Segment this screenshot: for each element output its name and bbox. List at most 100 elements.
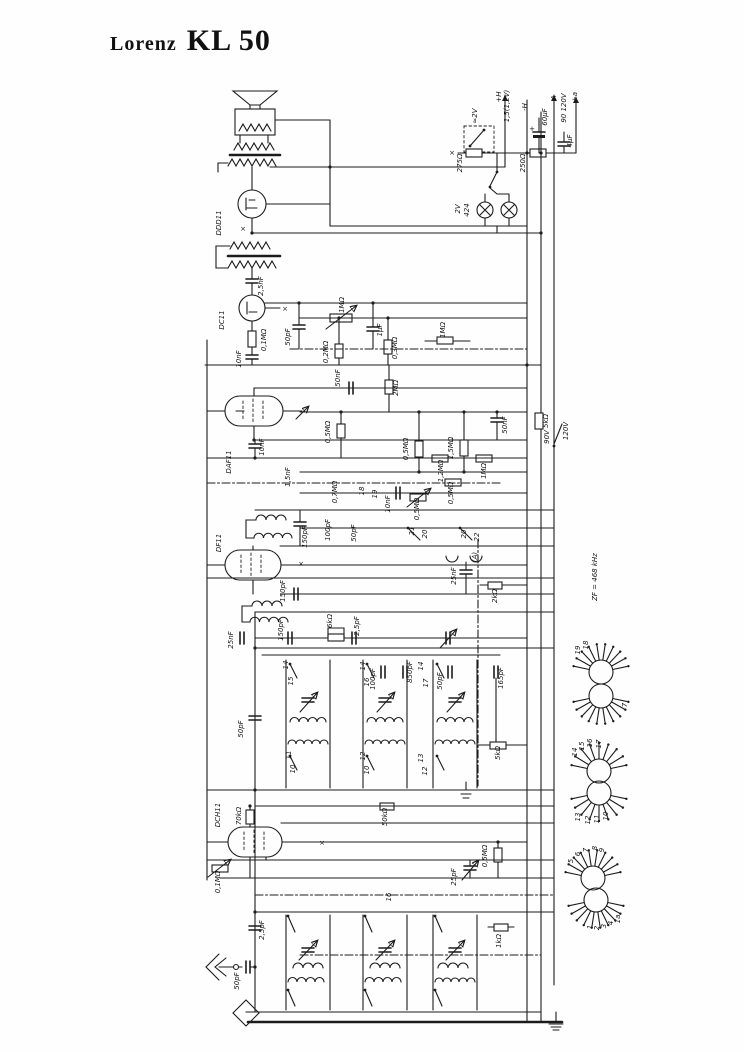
schematic-label: 1MΩ bbox=[439, 321, 447, 337]
schematic-label: -A bbox=[550, 95, 558, 103]
schematic-label: 90V bbox=[543, 429, 551, 444]
schematic-label: 19 bbox=[371, 489, 379, 498]
schematic-label: 150pF bbox=[279, 579, 287, 602]
schematic-label: DCH11 bbox=[214, 803, 222, 827]
schematic-label: 20 bbox=[460, 529, 468, 538]
schematic-label: 14 bbox=[417, 662, 425, 671]
schematic-label: 2MΩ bbox=[392, 379, 400, 395]
schematic-label: 50pF bbox=[436, 671, 444, 689]
schematic-label: -H bbox=[521, 102, 529, 111]
schematic-label: × bbox=[282, 305, 288, 313]
schematic-label: 50pF bbox=[233, 971, 241, 989]
schematic-label: ≈2V bbox=[471, 107, 479, 123]
schematic-label: 18 bbox=[358, 486, 366, 495]
switch-wafer-diagram bbox=[564, 849, 622, 891]
schematic-label: DDD11 bbox=[215, 210, 223, 235]
schematic-label: 1MΩ bbox=[338, 296, 346, 312]
schematic-label: 12 bbox=[421, 766, 429, 775]
schematic-label: 1,5(1,2V) bbox=[503, 89, 511, 122]
schematic-label: 0,5MΩ bbox=[413, 497, 421, 520]
schematic-label: 0,3MΩ bbox=[391, 336, 399, 359]
schematic-label: 13 bbox=[574, 813, 582, 822]
coil-group bbox=[285, 659, 331, 789]
schematic-label: 50kΩ bbox=[381, 807, 389, 826]
schematic-label: DC11 bbox=[218, 310, 226, 329]
antenna-input bbox=[205, 925, 262, 981]
schematic-label: 0,1MΩ bbox=[260, 328, 268, 351]
schematic-label: 8 bbox=[591, 845, 599, 850]
tube-df11 bbox=[206, 545, 299, 595]
switch-wafer-diagram bbox=[570, 741, 628, 784]
schematic-label: 250Ω bbox=[519, 153, 527, 172]
speaker bbox=[231, 90, 331, 136]
schematic-label: 50nF bbox=[334, 368, 342, 386]
schematic-label: 25pF bbox=[450, 867, 458, 885]
schematic-label: 12 bbox=[584, 815, 592, 824]
schematic-label: 6 bbox=[574, 851, 582, 856]
coil-group bbox=[362, 659, 408, 789]
schematic-label: 10 bbox=[289, 764, 297, 773]
schematic-label: 17 bbox=[422, 678, 430, 687]
schematic-label: 10 bbox=[602, 811, 610, 820]
schematic-label: 19 bbox=[574, 645, 582, 654]
schematic-label: 50pF bbox=[237, 719, 245, 737]
model-name: KL 50 bbox=[186, 24, 271, 57]
interstage-transformer bbox=[215, 240, 282, 296]
schematic-label: × bbox=[298, 560, 304, 568]
schematic-label: 850pF bbox=[406, 660, 414, 683]
schematic-label: 0,5MΩ bbox=[402, 437, 410, 460]
schematic-label: 4µF bbox=[566, 134, 574, 148]
schematic-label: 11 bbox=[285, 751, 293, 760]
schematic-label: 1a bbox=[614, 915, 622, 924]
antenna-coil-bank bbox=[285, 914, 515, 1011]
tube-daf11 bbox=[206, 387, 308, 441]
schematic-label: 18 bbox=[582, 640, 590, 649]
schematic-label: 100pF bbox=[324, 518, 332, 541]
schematic-label: 22 bbox=[473, 532, 481, 541]
output-transformer bbox=[217, 134, 282, 173]
schematic-label: 15 bbox=[287, 676, 295, 685]
af-network bbox=[292, 302, 471, 413]
switch-wafer-diagram bbox=[567, 887, 625, 929]
schematic-label: 5 bbox=[567, 858, 575, 863]
if-transformer-1 bbox=[245, 509, 307, 547]
coil-group bbox=[362, 914, 408, 1011]
schematic-label: 50pF bbox=[284, 327, 292, 345]
if-transformer-2 bbox=[239, 587, 299, 645]
switch-wafer-diagram bbox=[572, 683, 630, 725]
schematic-label: 165pF bbox=[497, 666, 505, 689]
schematic-label: 100pF bbox=[369, 667, 377, 690]
earth-symbol bbox=[548, 1011, 564, 1031]
schematic-label: +a bbox=[571, 92, 579, 102]
schematic-label: 424 bbox=[463, 203, 471, 216]
schematic-label: 275Ω bbox=[456, 153, 464, 172]
schematic-label: 6kΩ bbox=[326, 613, 334, 628]
schematic-label: +H bbox=[495, 91, 503, 103]
schematic-label: DAF11 bbox=[225, 450, 233, 473]
brand-name: Lorenz bbox=[110, 33, 177, 55]
junction-dots bbox=[248, 151, 543, 969]
schematic-label: 25nF bbox=[450, 566, 458, 584]
schematic-label: 120V bbox=[562, 421, 570, 440]
coil-group bbox=[432, 914, 478, 1011]
schematic-label: 20 bbox=[421, 529, 429, 538]
schematic-label: 4 bbox=[607, 921, 615, 925]
schematic-label: 12 bbox=[359, 751, 367, 760]
schematic-label: 16 bbox=[363, 677, 371, 686]
schematic-label: 15 bbox=[578, 741, 586, 750]
schematic-label: 25nF bbox=[227, 630, 235, 648]
avc-network bbox=[248, 411, 563, 508]
schematic-label: DF11 bbox=[215, 534, 223, 552]
schematic-label: (A) bbox=[471, 552, 479, 563]
schematic-label: 2 bbox=[593, 925, 601, 930]
power-supply-section bbox=[457, 94, 579, 1023]
schematic-label: 2V bbox=[454, 203, 462, 213]
schematic-label: × bbox=[240, 225, 246, 233]
switch-wafer-diagram bbox=[572, 643, 630, 685]
schematic-label: 50pF bbox=[350, 523, 358, 541]
tube-ddd11 bbox=[237, 166, 331, 234]
schematic-label: 21 bbox=[408, 527, 416, 536]
schematic-label: 1µF bbox=[376, 323, 384, 337]
schematic-label: 1 bbox=[586, 925, 594, 929]
